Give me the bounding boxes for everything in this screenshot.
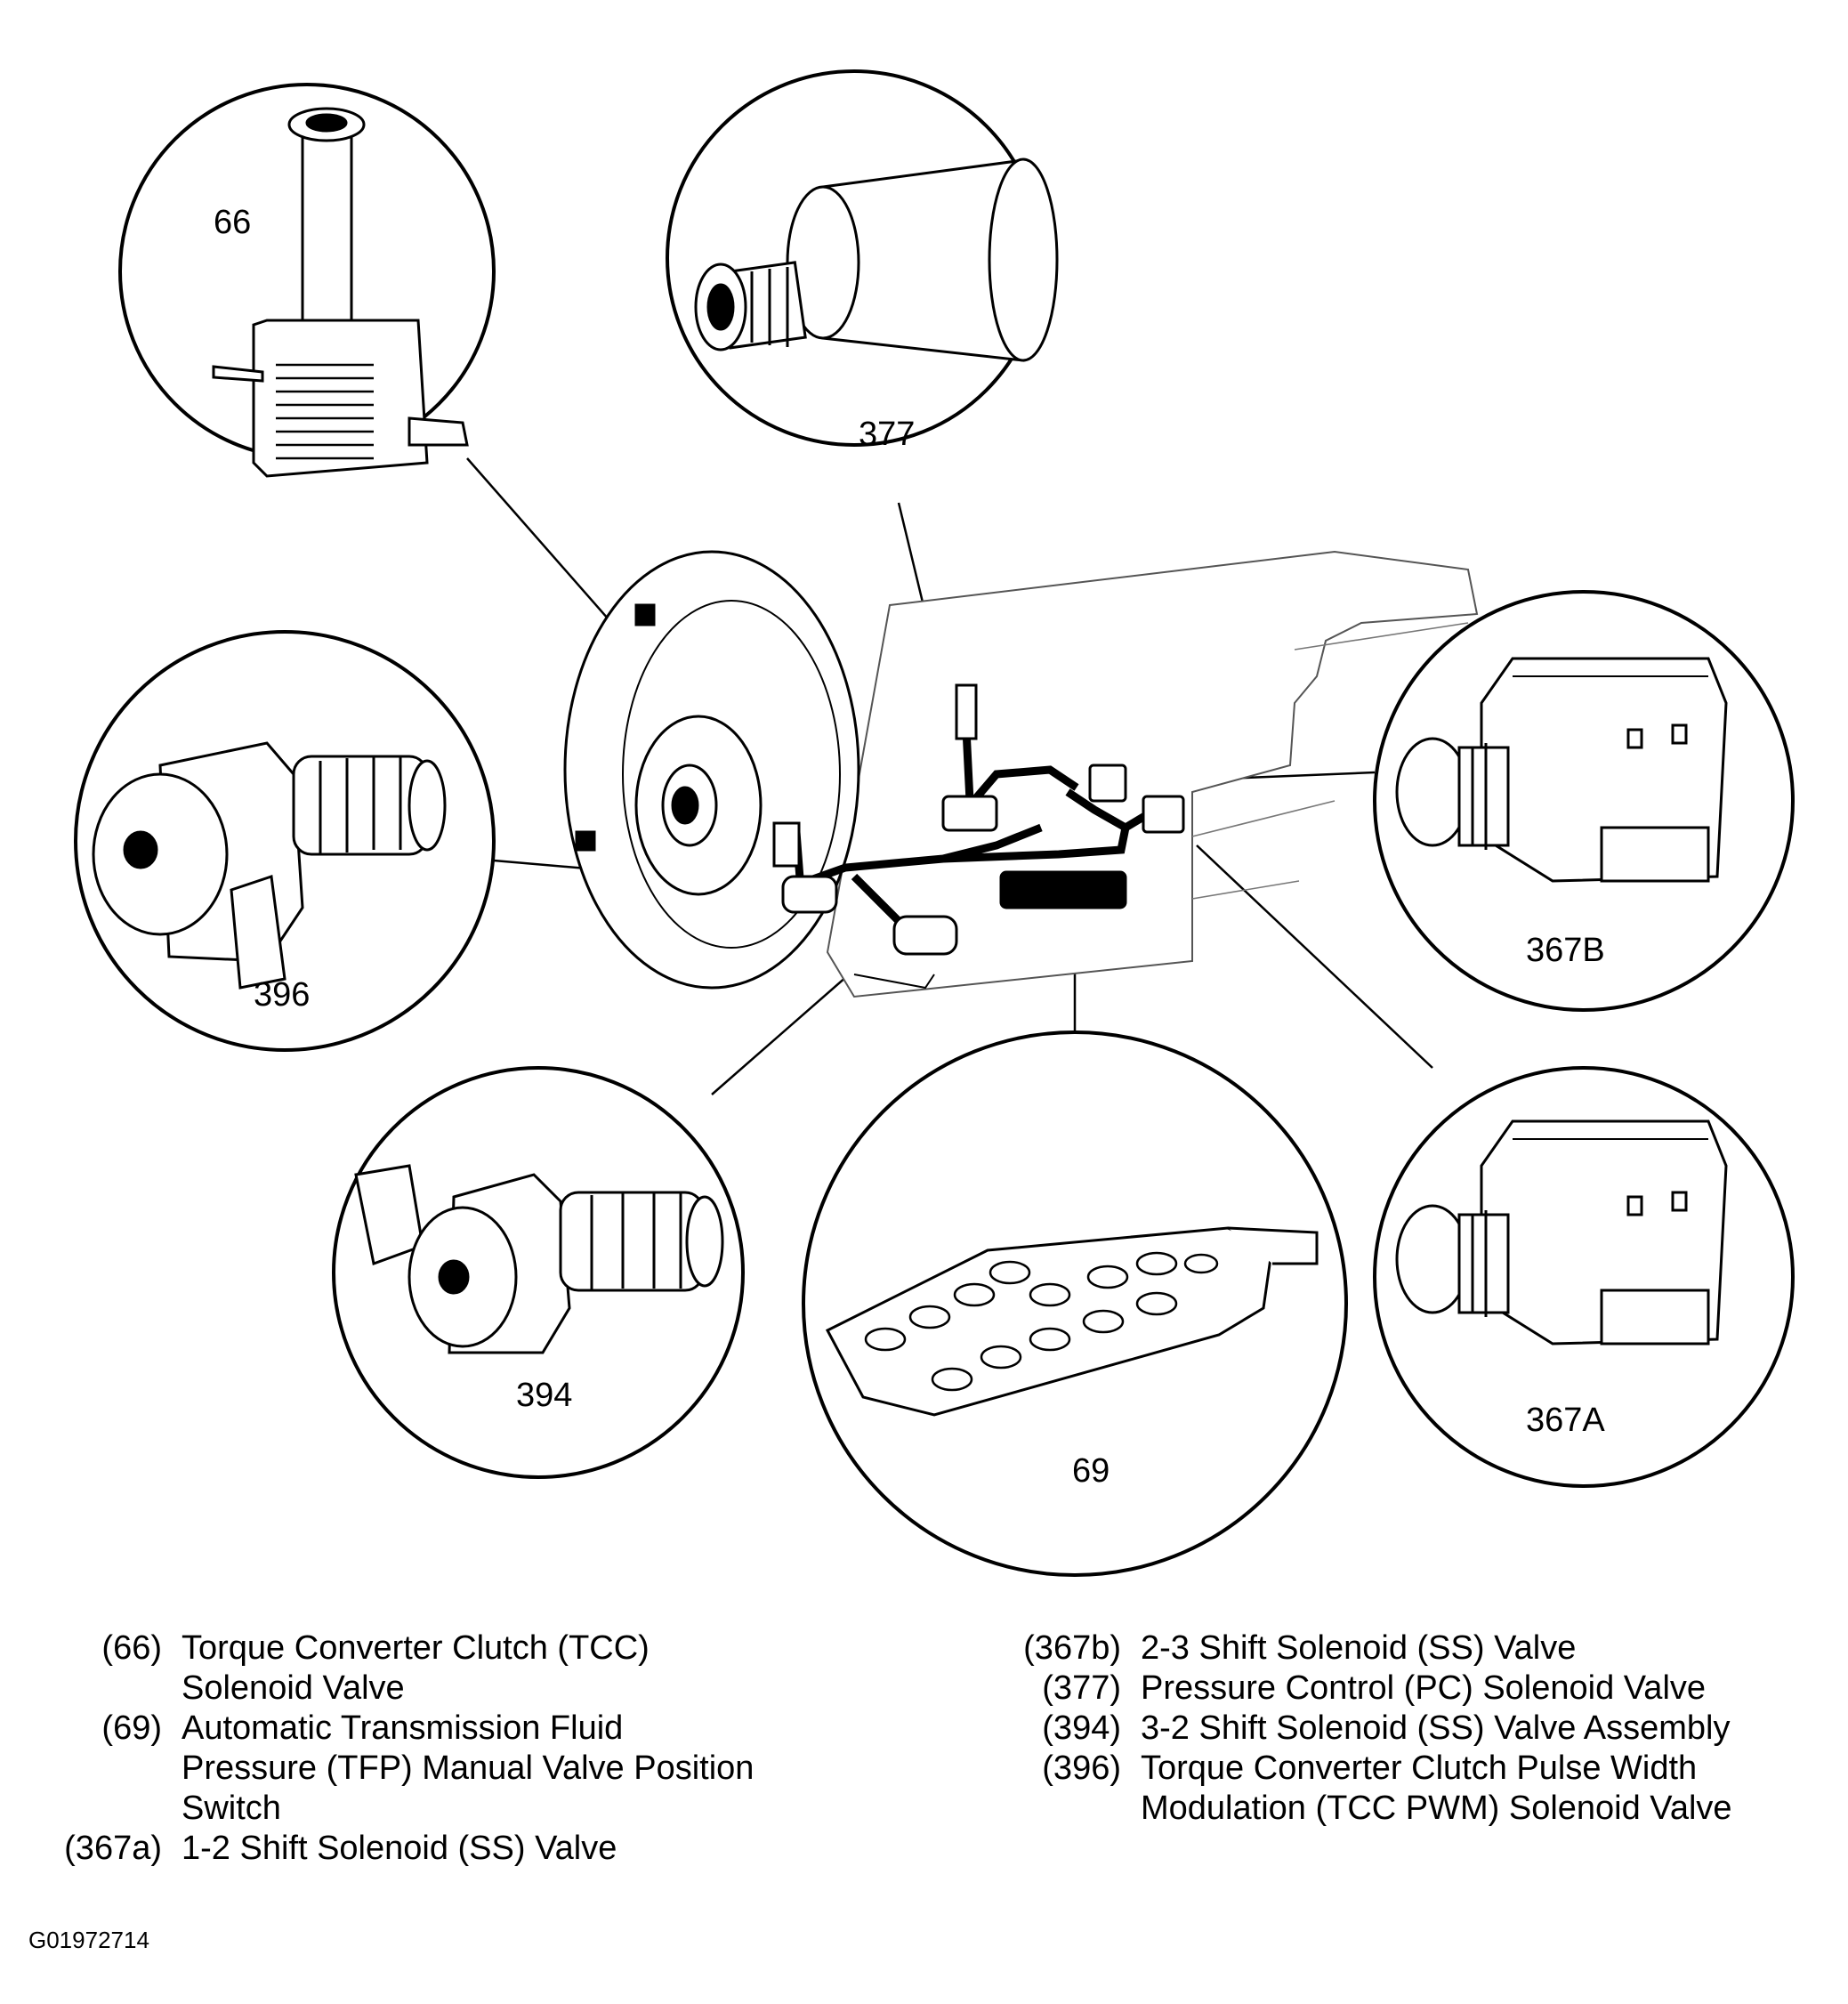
callout-377: 377 bbox=[859, 416, 915, 453]
transmission-case bbox=[826, 550, 1479, 998]
legend-item-66: (66) Torque Converter Clutch (TCC) Solen… bbox=[27, 1628, 827, 1709]
legend-desc: Automatic Transmission Fluid Pressure (T… bbox=[182, 1709, 755, 1827]
transmission-assembly bbox=[563, 550, 1479, 998]
legend-num: (66) bbox=[101, 1629, 162, 1667]
transmission-solenoid-diagram: 66 377 39 bbox=[74, 69, 1795, 1577]
wiring-harness bbox=[781, 711, 1150, 925]
detail-circle-377: 377 bbox=[666, 69, 1059, 453]
detail-circle-367a: 367A bbox=[1373, 1066, 1795, 1488]
callout-394: 394 bbox=[516, 1377, 572, 1414]
legend-item-377: (377) Pressure Control (PC) Solenoid Val… bbox=[988, 1669, 1824, 1709]
legend-num: (367a) bbox=[64, 1830, 162, 1867]
detail-circle-394: 394 bbox=[332, 1066, 745, 1479]
coil-windings bbox=[276, 363, 374, 460]
legend-item-367a: (367a) 1-2 Shift Solenoid (SS) Valve bbox=[27, 1829, 827, 1869]
leader-367a bbox=[1196, 844, 1433, 1069]
legend-left: (66) Torque Converter Clutch (TCC) Solen… bbox=[27, 1628, 827, 1869]
detail-circle-66: 66 bbox=[118, 83, 496, 478]
legend-item-69: (69) Automatic Transmission Fluid Pressu… bbox=[27, 1709, 827, 1829]
legend-desc: Pressure Control (PC) Solenoid Valve bbox=[1141, 1669, 1707, 1707]
legend-desc: Torque Converter Clutch Pulse Width Modu… bbox=[1141, 1749, 1732, 1827]
callout-367b: 367B bbox=[1526, 932, 1605, 969]
legend-desc: Torque Converter Clutch (TCC) Solenoid V… bbox=[182, 1629, 650, 1707]
legend-num: (69) bbox=[101, 1709, 162, 1747]
figure-id: G01972714 bbox=[28, 1927, 149, 1953]
tfp-switch-small bbox=[999, 870, 1127, 909]
legend-num: (377) bbox=[1042, 1669, 1121, 1707]
callout-66: 66 bbox=[214, 204, 251, 241]
detail-circle-367b: 367B bbox=[1373, 590, 1795, 1012]
detail-circle-396: 396 bbox=[74, 630, 496, 1052]
legend-item-367b: (367b) 2-3 Shift Solenoid (SS) Valve bbox=[988, 1628, 1824, 1669]
legend-item-394: (394) 3-2 Shift Solenoid (SS) Valve Asse… bbox=[988, 1709, 1824, 1749]
legend-num: (394) bbox=[1042, 1709, 1121, 1747]
legend-desc: 2-3 Shift Solenoid (SS) Valve bbox=[1141, 1629, 1577, 1667]
legend-right: (367b) 2-3 Shift Solenoid (SS) Valve (37… bbox=[988, 1628, 1824, 1829]
legend-num: (367b) bbox=[1023, 1629, 1121, 1667]
legend-item-396: (396) Torque Converter Clutch Pulse Widt… bbox=[988, 1749, 1824, 1829]
legend-desc: 1-2 Shift Solenoid (SS) Valve bbox=[182, 1830, 617, 1867]
detail-circle-69: 69 bbox=[802, 1030, 1348, 1577]
callout-396: 396 bbox=[254, 976, 310, 1014]
callout-367a: 367A bbox=[1526, 1402, 1605, 1439]
callout-69: 69 bbox=[1072, 1452, 1110, 1490]
legend-num: (396) bbox=[1042, 1749, 1121, 1787]
tfp-ports bbox=[864, 1251, 1219, 1392]
legend-desc: 3-2 Shift Solenoid (SS) Valve Assembly bbox=[1141, 1709, 1731, 1747]
